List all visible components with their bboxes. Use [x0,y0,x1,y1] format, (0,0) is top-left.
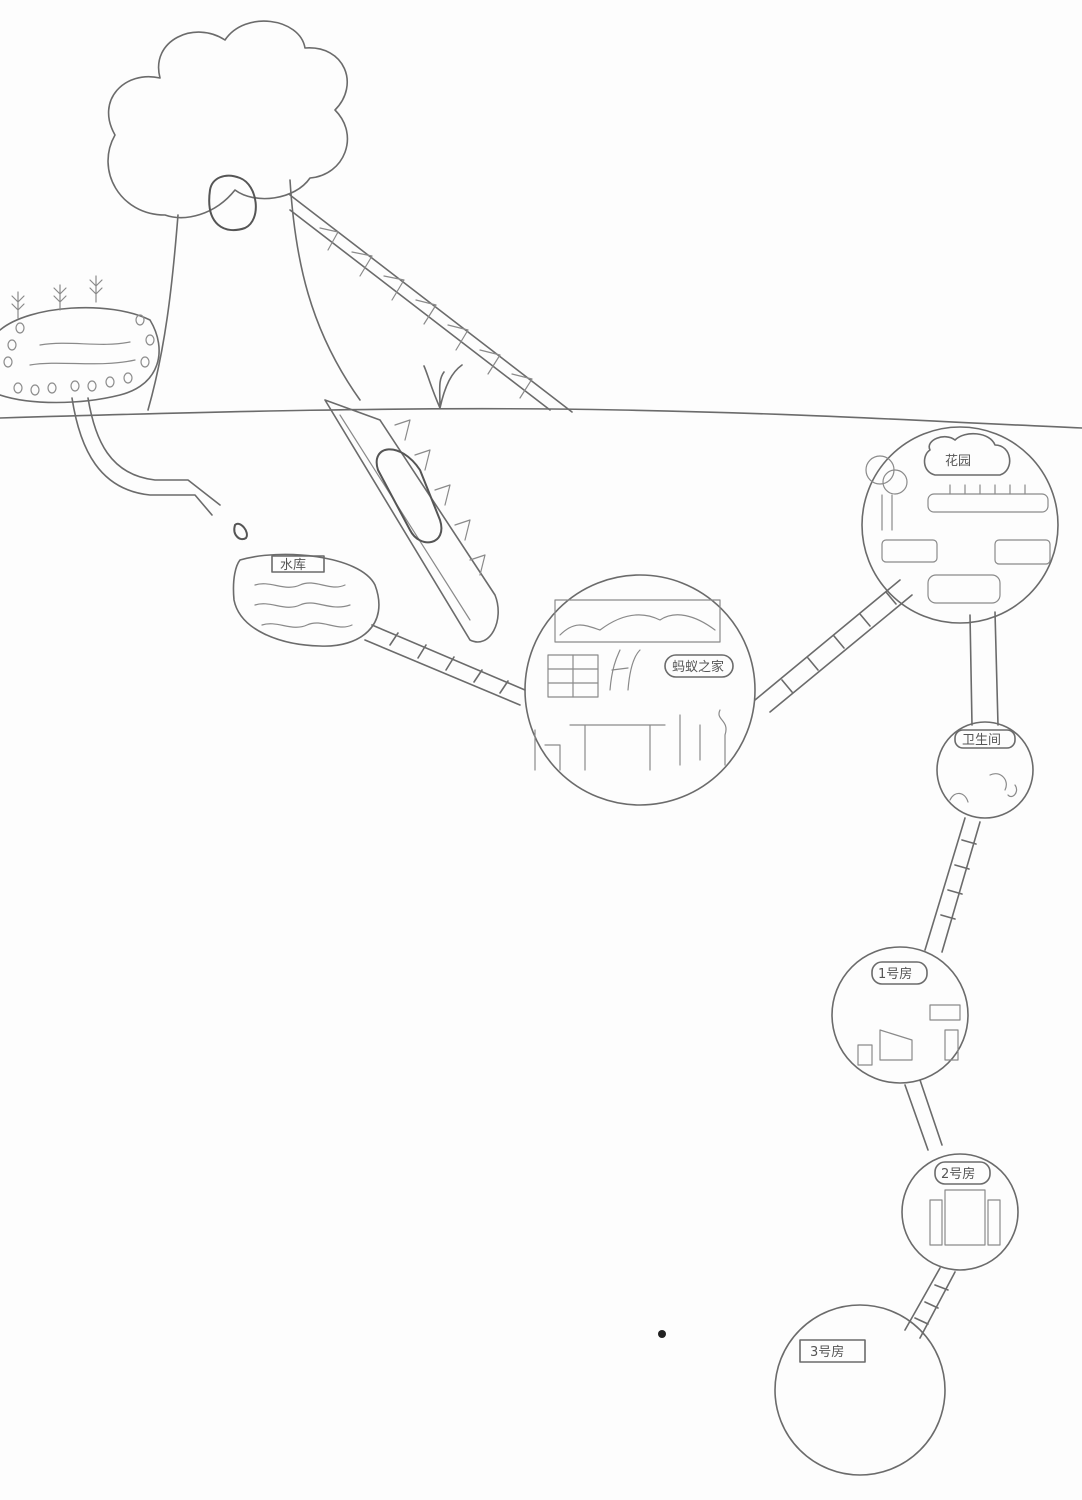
grass-tuft [423,364,463,409]
room2-chamber [901,1153,1019,1271]
garden-bed-left [881,539,938,563]
tree-canopy [107,20,349,219]
reservoir-chamber [232,553,380,647]
wheat-plants [11,275,103,319]
reservoir-sign [271,555,325,573]
ladder-garden-bathroom [969,611,999,726]
room1-furniture [857,1004,961,1066]
ant-home-label: 蚂蚁之家 [672,659,724,675]
field-furrows [29,341,136,366]
field-patch [0,306,160,404]
slide-inner [339,414,471,621]
painting-scenery [559,614,716,636]
pencil-dot [658,1330,666,1338]
reservoir-label: 水库 [280,557,306,573]
garden-sprouts [949,484,1026,495]
field-pebbles [3,314,155,396]
room3-label: 3号房 [810,1344,844,1360]
garden-chamber [861,426,1059,624]
ground-line [0,407,1082,429]
ladder-reservoir-home [364,624,526,706]
garden-label: 花园 [945,453,971,469]
reservoir-waves [254,582,353,628]
ladder-room1-room2 [904,1079,943,1151]
tree-hole [208,174,257,232]
bathroom-chamber [936,721,1034,819]
room1-chamber [831,946,969,1084]
bookshelf [547,654,599,698]
room3-chamber [774,1304,946,1476]
slide-tunnel [324,399,499,643]
bathroom-label: 卫生间 [962,733,1001,748]
ant-home-painting [554,599,721,643]
water-drop [233,522,248,541]
garden-bed-top [927,493,1049,513]
garden-trees [865,455,908,531]
ladder-home-garden [754,579,913,713]
ant-home-table [534,709,727,771]
tree-trunk [147,179,361,411]
slide-loop [375,448,443,544]
ant-home-sign [664,654,734,678]
room1-label: 1号房 [878,966,912,982]
garden-bed-bottom [927,574,1001,604]
ant-home-chamber [524,574,756,806]
ant-home-plants [609,649,641,691]
bathroom-fixtures [949,773,1018,803]
room2-bed [929,1189,1001,1246]
ramp-teeth [319,227,533,399]
garden-sign [923,432,1011,476]
ladder-bathroom-room1 [924,817,981,953]
bathroom-sign [954,729,1016,749]
room1-sign [871,961,928,985]
water-pipe [71,397,221,516]
garden-bed-right [994,539,1051,565]
ladder-room2-room3 [904,1267,956,1339]
room2-label: 2号房 [941,1166,975,1182]
room2-sign [934,1161,991,1185]
room3-sign [799,1339,866,1363]
slide-teeth [394,419,486,576]
